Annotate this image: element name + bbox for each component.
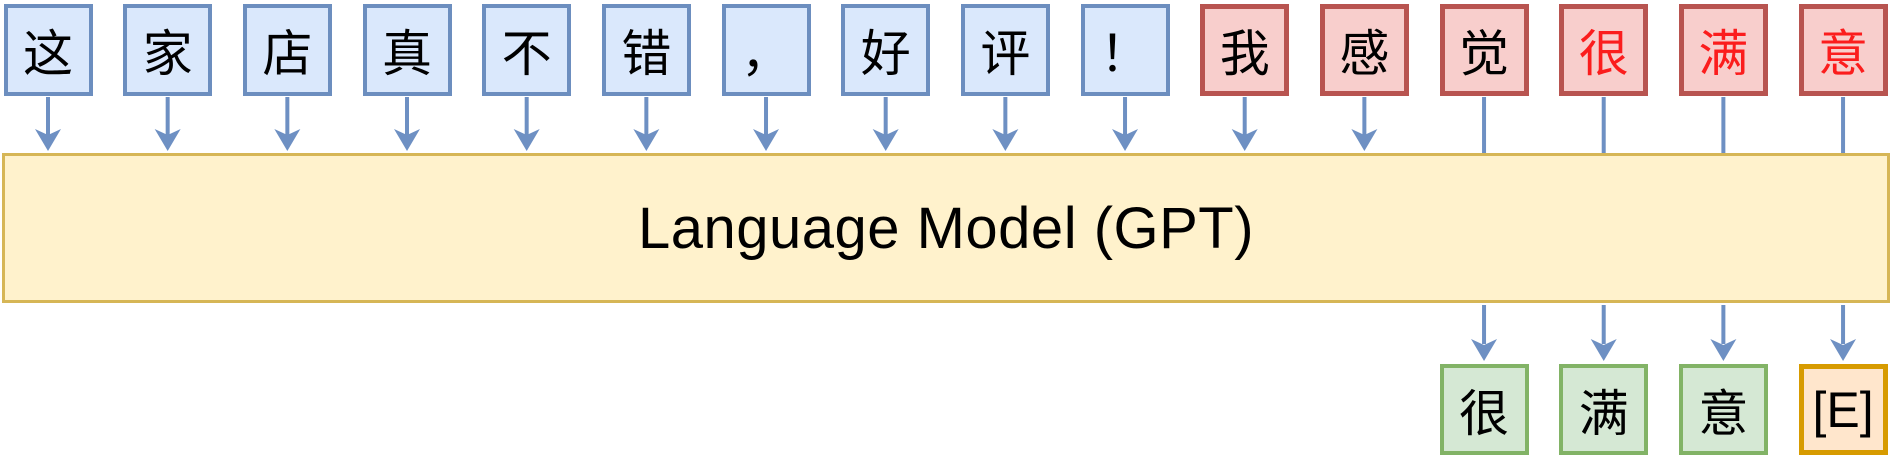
input-token-4: 真 <box>362 4 452 96</box>
output-token-label: 满 <box>1578 385 1629 442</box>
model-title: Language Model (GPT) <box>637 195 1255 261</box>
input-token-9: 评 <box>960 4 1050 96</box>
input-arrow-4 <box>394 97 421 151</box>
input-token-label: ！ <box>1100 26 1151 82</box>
input-token-16: 意 <box>1798 4 1888 96</box>
input-arrow-6 <box>633 97 660 151</box>
input-token-label: ， <box>741 26 792 82</box>
input-token-1: 这 <box>3 4 93 96</box>
input-token-label: 满 <box>1698 26 1749 82</box>
output-arrow-4 <box>1830 305 1857 361</box>
input-token-5: 不 <box>482 4 572 96</box>
input-arrow-11 <box>1231 97 1258 151</box>
input-token-label: 错 <box>621 26 672 82</box>
input-token-3: 店 <box>242 4 332 96</box>
input-arrow-5 <box>513 97 540 151</box>
input-token-6: 错 <box>601 4 691 96</box>
input-arrow-1 <box>35 97 61 151</box>
input-token-8: 好 <box>841 4 931 96</box>
output-arrow-2 <box>1590 305 1617 361</box>
input-token-label: 评 <box>980 26 1031 82</box>
input-token-label: 店 <box>262 26 313 82</box>
output-token-label: [E] <box>1812 381 1874 438</box>
input-token-10: ！ <box>1080 4 1170 96</box>
input-arrow-12 <box>1351 97 1378 151</box>
input-arrow-3 <box>274 97 301 151</box>
output-arrow-1 <box>1471 305 1498 361</box>
input-token-14: 很 <box>1559 4 1649 96</box>
input-arrow-10 <box>1112 97 1139 151</box>
input-arrow-8 <box>872 97 899 151</box>
input-token-7: ， <box>721 4 811 96</box>
input-token-label: 意 <box>1818 26 1869 82</box>
input-token-15: 满 <box>1678 4 1768 96</box>
input-arrow-2 <box>154 97 181 151</box>
input-token-label: 不 <box>501 26 552 82</box>
output-token-3: 意 <box>1678 364 1768 455</box>
input-token-label: 觉 <box>1459 26 1510 82</box>
input-arrow-9 <box>992 97 1019 151</box>
output-arrow-3 <box>1710 305 1737 361</box>
output-token-2: 满 <box>1559 364 1649 455</box>
input-token-label: 感 <box>1339 26 1390 82</box>
input-token-11: 我 <box>1200 4 1290 96</box>
input-token-12: 感 <box>1319 4 1409 96</box>
input-token-label: 好 <box>860 26 911 82</box>
input-token-label: 很 <box>1578 26 1629 82</box>
output-token-label: 意 <box>1698 385 1749 442</box>
input-token-label: 真 <box>382 26 432 82</box>
input-token-label: 我 <box>1219 26 1270 82</box>
output-token-label: 很 <box>1459 385 1510 442</box>
output-token-1: 很 <box>1439 364 1529 455</box>
input-token-label: 家 <box>142 26 193 82</box>
language-model-box: Language Model (GPT) <box>2 153 1890 303</box>
input-token-2: 家 <box>123 4 213 96</box>
input-token-13: 觉 <box>1439 4 1529 96</box>
input-token-label: 这 <box>23 26 73 82</box>
input-arrow-7 <box>753 97 780 151</box>
output-token-4: [E] <box>1798 364 1888 455</box>
